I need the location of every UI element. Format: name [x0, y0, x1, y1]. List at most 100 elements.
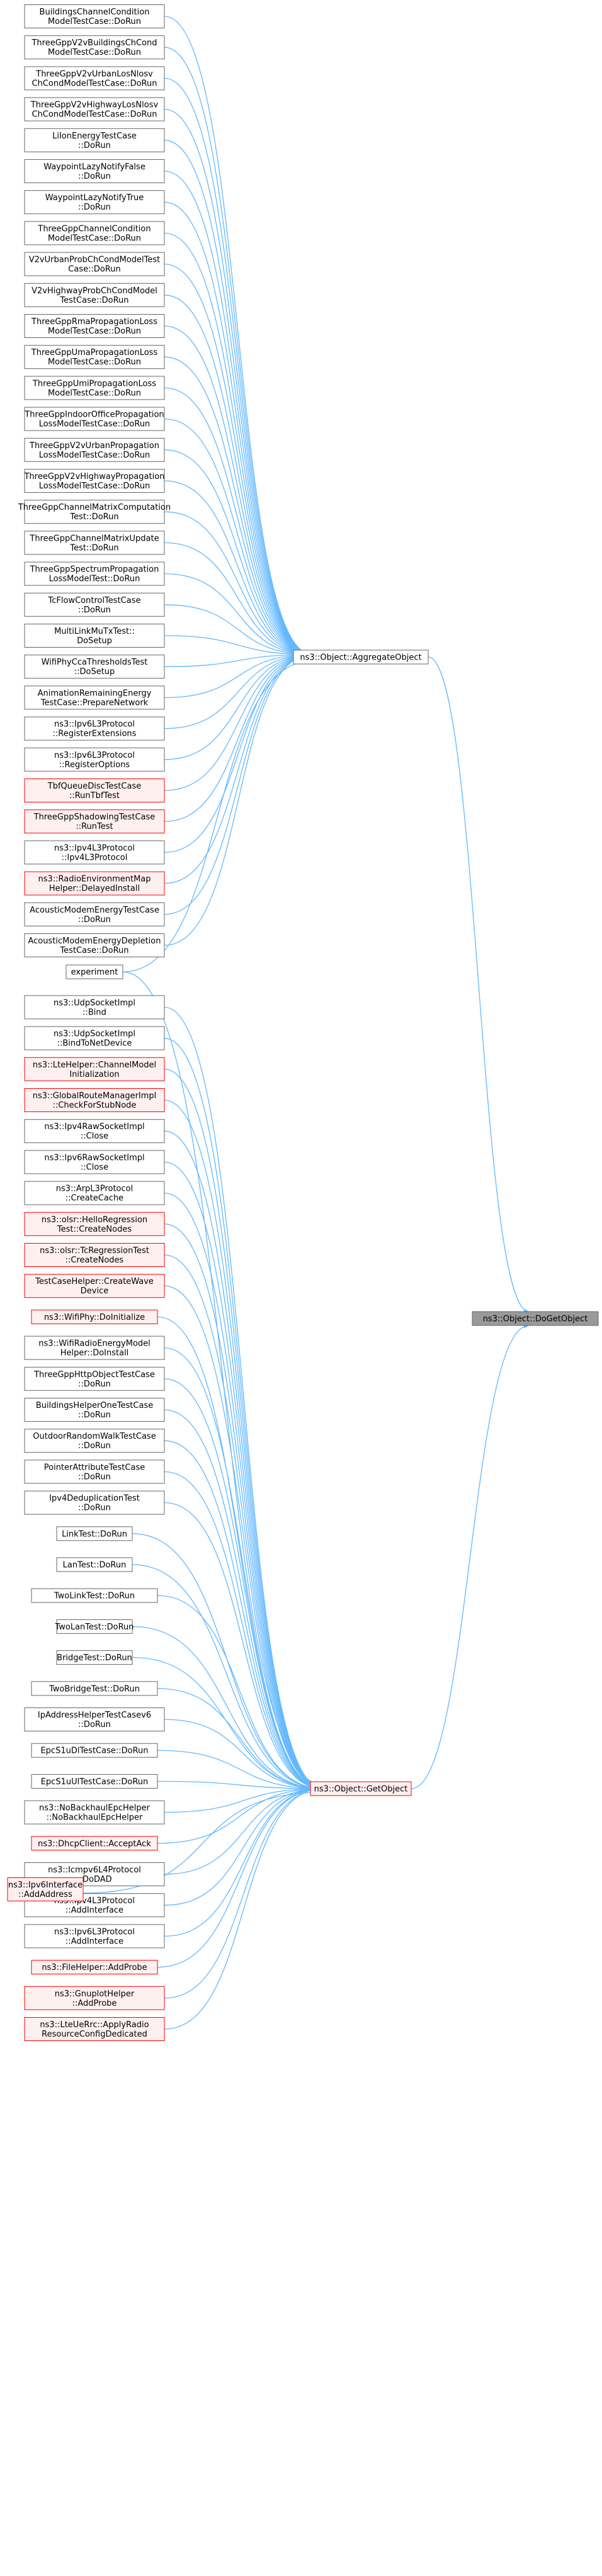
node-label: ::RunTbfTest: [69, 791, 120, 801]
node-label: ThreeGppUmiPropagationLoss: [32, 379, 156, 388]
node-ns3-arpl3protocol-createcache[interactable]: ns3::ArpL3Protocol::CreateCache: [24, 1181, 165, 1205]
node-threegppchannelcondition-modeltestcase-dorun[interactable]: ThreeGppChannelConditionModelTestCase::D…: [24, 221, 165, 245]
node-ipv4deduplicationtest-dorun[interactable]: Ipv4DeduplicationTest::DoRun: [24, 1490, 165, 1515]
node-threegppv2vhighwaylosnlosv-chcondmodeltestcase-dorun[interactable]: ThreeGppV2vHighwayLosNlosvChCondModelTes…: [24, 97, 165, 121]
node-label: BridgeTest::DoRun: [57, 1653, 132, 1663]
node-experiment[interactable]: experiment: [65, 964, 123, 979]
node-wifiphyccathresholdstest-dosetup[interactable]: WifiPhyCcaThresholdsTest::DoSetup: [24, 655, 165, 679]
node-threegppumapropagationloss-modeltestcase-dorun[interactable]: ThreeGppUmaPropagationLossModelTestCase:…: [24, 345, 165, 369]
node-epcs1udltestcase-dorun[interactable]: EpcS1uDlTestCase::DoRun: [31, 1743, 158, 1758]
node-label: ::DoRun: [78, 605, 111, 615]
node-waypointlazynotifyfalse-dorun[interactable]: WaypointLazyNotifyFalse::DoRun: [24, 159, 165, 183]
node-pointerattributetestcase-dorun[interactable]: PointerAttributeTestCase::DoRun: [24, 1460, 165, 1484]
node-tcflowcontroltestcase-dorun[interactable]: TcFlowControlTestCase::DoRun: [24, 592, 165, 617]
node-ns3-globalroutemanagerimpl-checkforstubnode[interactable]: ns3::GlobalRouteManagerImpl::CheckForStu…: [24, 1088, 165, 1112]
node-ns3-ipv6interface-addaddress[interactable]: ns3::Ipv6Interface::AddAddress: [7, 1877, 84, 1901]
node-box: [24, 1366, 165, 1391]
node-ns3-wifiphy-doinitialize[interactable]: ns3::WifiPhy::DoInitialize: [31, 1309, 158, 1324]
node-liionenergytestcase-dorun[interactable]: LiIonEnergyTestCase::DoRun: [24, 128, 165, 152]
node-ns3-gnuplothelper-addprobe[interactable]: ns3::GnuplotHelper::AddProbe: [24, 1986, 165, 2010]
node-ns3-olsr-tcregressiontest-createnodes[interactable]: ns3::olsr::TcRegressionTest::CreateNodes: [24, 1243, 165, 1267]
node-outdoorrandomwalktestcase-dorun[interactable]: OutdoorRandomWalkTestCase::DoRun: [24, 1429, 165, 1453]
node-ns3-ltehelper-channelmodel-initialization[interactable]: ns3::LteHelper::ChannelModelInitializati…: [24, 1057, 165, 1081]
node-box: [24, 4, 165, 28]
node-label: LanTest::DoRun: [63, 1561, 127, 1570]
node-buildingshelperonetestcase-dorun[interactable]: BuildingsHelperOneTestCase::DoRun: [24, 1398, 165, 1422]
node-ns3-udpsocketimpl-bindtonetdevice[interactable]: ns3::UdpSocketImpl::BindToNetDevice: [24, 1026, 165, 1050]
node-threegppv2vhighwaypropagation-lossmodeltestcase-dorun[interactable]: ThreeGppV2vHighwayPropagationLossModelTe…: [24, 469, 165, 493]
node-box: [7, 1877, 84, 1901]
node-label: ns3::Ipv6RawSocketImpl: [44, 1153, 144, 1162]
call-edge: [164, 651, 313, 760]
call-edge: [164, 573, 313, 658]
node-buildingschannelcondition-modeltestcase-dorun[interactable]: BuildingsChannelConditionModelTestCase::…: [24, 4, 165, 28]
node-ns3-object-getobject[interactable]: ns3::Object::GetObject: [310, 1781, 412, 1796]
node-ns3-ipv4l3protocol-ipv4l3protocol[interactable]: ns3::Ipv4L3Protocol::Ipv4L3Protocol: [24, 840, 165, 865]
node-threegppindoorofficepropagation-lossmodeltestcase-dorun[interactable]: ThreeGppIndoorOfficePropagationLossModel…: [24, 407, 165, 431]
node-threegppv2vurbanlosnlosv-chcondmodeltestcase-dorun[interactable]: ThreeGppV2vUrbanLosNlosvChCondModelTestC…: [24, 66, 165, 91]
call-edge: [164, 651, 313, 699]
node-ns3-ipv6rawsocketimpl-close[interactable]: ns3::Ipv6RawSocketImpl::Close: [24, 1150, 165, 1174]
node-threegpphttpobjecttestcase-dorun[interactable]: ThreeGppHttpObjectTestCase::DoRun: [24, 1366, 165, 1391]
call-edge: [164, 1719, 324, 1792]
node-box: [24, 1243, 165, 1267]
node-ns3-ipv4rawsocketimpl-close[interactable]: ns3::Ipv4RawSocketImpl::Close: [24, 1119, 165, 1144]
node-ipaddresshelpertestcasev6-dorun[interactable]: IpAddressHelperTestCasev6::DoRun: [24, 1707, 165, 1731]
call-edge: [164, 480, 313, 658]
node-label: EpcS1uUlTestCase::DoRun: [41, 1777, 149, 1787]
call-edge: [164, 140, 313, 658]
node-label: ns3::Object::GetObject: [314, 1785, 408, 1794]
node-ns3-dhcpclient-acceptack[interactable]: ns3::DhcpClient::AcceptAck: [31, 1836, 158, 1851]
node-ns3-wifiradioenergymodel-helper-doinstall[interactable]: ns3::WifiRadioEnergyModelHelper::DoInsta…: [24, 1336, 165, 1360]
node-bridgetest-dorun[interactable]: BridgeTest::DoRun: [56, 1650, 133, 1665]
node-box: [24, 561, 165, 586]
node-ns3-object-dogetobject[interactable]: ns3::Object::DoGetObject: [472, 1311, 599, 1326]
node-ns3-object-aggregateobject[interactable]: ns3::Object::AggregateObject: [293, 650, 429, 665]
node-label: TestCaseHelper::CreateWave: [35, 1277, 154, 1286]
node-tbfqueuedisctestcase-runtbftest[interactable]: TbfQueueDiscTestCase::RunTbfTest: [24, 779, 165, 802]
node-animationremainingenergy-testcase-preparenetwork[interactable]: AnimationRemainingEnergyTestCase::Prepar…: [24, 685, 165, 710]
node-threegppv2vbuildingschcond-modeltestcase-dorun[interactable]: ThreeGppV2vBuildingsChCondModelTestCase:…: [24, 35, 165, 60]
node-acousticmodemenergydepletion-testcase-dorun[interactable]: AcousticModemEnergyDepletionTestCase::Do…: [24, 933, 165, 957]
node-box: [24, 283, 165, 307]
node-ns3-olsr-helloregression-test-createnodes[interactable]: ns3::olsr::HelloRegressionTest::CreateNo…: [24, 1212, 165, 1236]
node-box: [24, 2017, 165, 2041]
node-ns3-ipv4l3protocol-addinterface[interactable]: ns3::Ipv4L3Protocol::AddInterface: [24, 1893, 165, 1918]
call-edge: [164, 1786, 324, 1813]
node-box: [56, 1557, 133, 1572]
node-ns3-lteuerrc-applyradio-resourceconfigdedicated[interactable]: ns3::LteUeRrc::ApplyRadioResourceConfigD…: [24, 2017, 165, 2041]
node-multilinkmutxtest-dosetup[interactable]: MultiLinkMuTxTest::DoSetup: [24, 624, 165, 648]
node-label: ThreeGppSpectrumPropagation: [30, 565, 159, 575]
call-edge: [164, 449, 313, 658]
node-ns3-ipv6l3protocol-addinterface[interactable]: ns3::Ipv6L3Protocol::AddInterface: [24, 1924, 165, 1949]
node-threegppspectrumpropagation-lossmodeltest-dorun[interactable]: ThreeGppSpectrumPropagationLossModelTest…: [24, 561, 165, 586]
node-ns3-udpsocketimpl-bind[interactable]: ns3::UdpSocketImpl::Bind: [24, 995, 165, 1020]
node-label: ::AddInterface: [65, 1937, 123, 1946]
node-threegppshadowingtestcase-runtest[interactable]: ThreeGppShadowingTestCase::RunTest: [24, 809, 165, 834]
node-box: [24, 190, 165, 215]
node-waypointlazynotifytrue-dorun[interactable]: WaypointLazyNotifyTrue::DoRun: [24, 190, 165, 215]
call-edge: [164, 171, 313, 658]
node-ns3-nobackhaulepchelper-nobackhaulepchelper[interactable]: ns3::NoBackhaulEpcHelper::NoBackhaulEpcH…: [24, 1800, 165, 1825]
node-acousticmodemenergytestcase-dorun[interactable]: AcousticModemEnergyTestCase::DoRun: [24, 902, 165, 926]
node-twobridgetest-dorun[interactable]: TwoBridgeTest::DoRun: [31, 1681, 158, 1696]
node-ns3-ipv6l3protocol-registeroptions[interactable]: ns3::Ipv6L3Protocol::RegisterOptions: [24, 747, 165, 772]
node-ns3-ipv6l3protocol-registerextensions[interactable]: ns3::Ipv6L3Protocol::RegisterExtensions: [24, 716, 165, 741]
node-twolinktest-dorun[interactable]: TwoLinkTest::DoRun: [31, 1588, 158, 1603]
node-label: Initialization: [69, 1070, 119, 1079]
node-lantest-dorun[interactable]: LanTest::DoRun: [56, 1557, 133, 1572]
node-ns3-radioenvironmentmap-helper-delayedinstall[interactable]: ns3::RadioEnvironmentMapHelper::DelayedI…: [24, 871, 165, 896]
node-twolantest-dorun[interactable]: TwoLanTest::DoRun: [54, 1619, 134, 1634]
node-threegppchannelmatrixcomputation-test-dorun[interactable]: ThreeGppChannelMatrixComputationTest::Do…: [18, 500, 171, 524]
node-epcs1uultestcase-dorun[interactable]: EpcS1uUlTestCase::DoRun: [31, 1774, 158, 1789]
node-threegppumipropagationloss-modeltestcase-dorun[interactable]: ThreeGppUmiPropagationLossModelTestCase:…: [24, 376, 165, 400]
node-threegppv2vurbanpropagation-lossmodeltestcase-dorun[interactable]: ThreeGppV2vUrbanPropagationLossModelTest…: [24, 437, 165, 462]
node-threegpprmapropagationloss-modeltestcase-dorun[interactable]: ThreeGppRmaPropagationLossModelTestCase:…: [24, 314, 165, 338]
node-label: ThreeGppRmaPropagationLoss: [31, 317, 157, 327]
node-ns3-filehelper-addprobe[interactable]: ns3::FileHelper::AddProbe: [31, 1960, 158, 1975]
node-linktest-dorun[interactable]: LinkTest::DoRun: [56, 1526, 133, 1541]
